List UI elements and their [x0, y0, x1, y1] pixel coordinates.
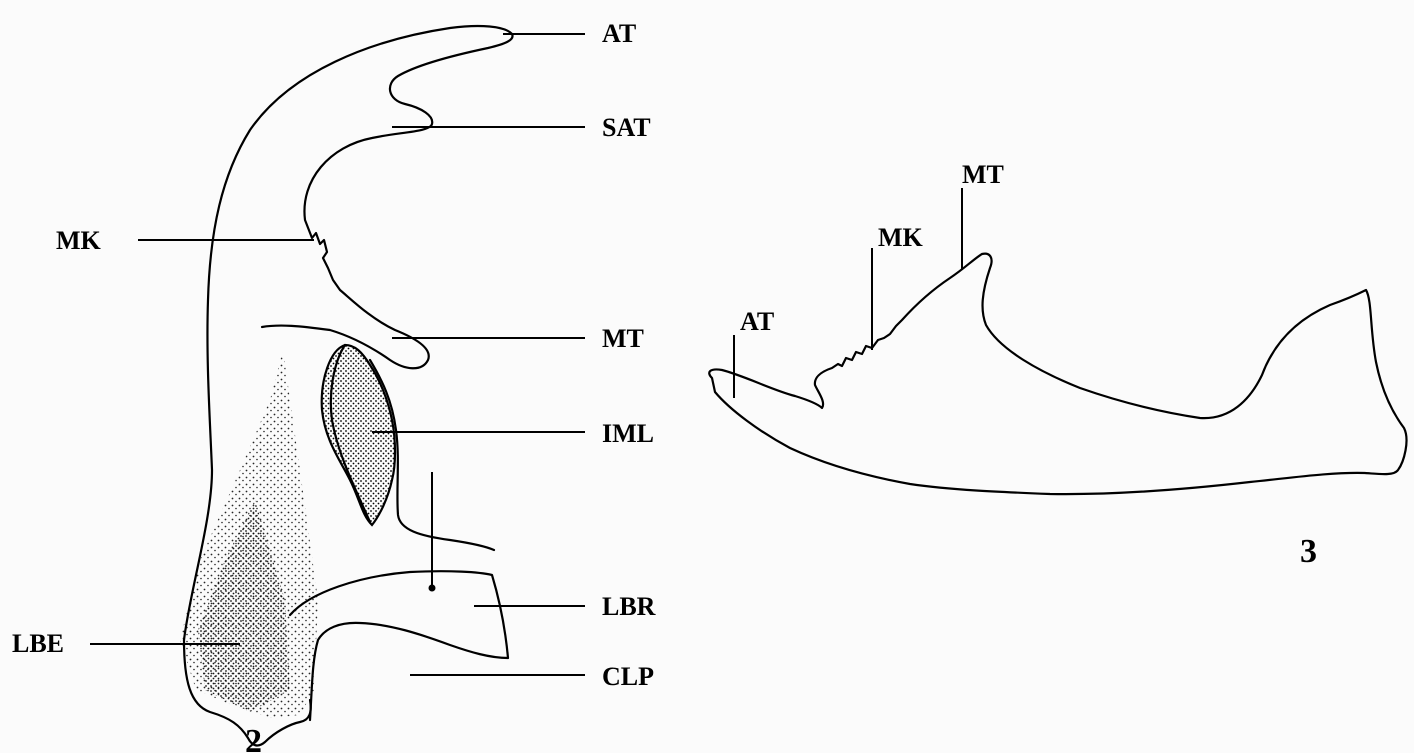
figure-2-number: 2 [245, 723, 262, 753]
label-iml: IML [602, 419, 654, 448]
label3-mt: MT [962, 160, 1004, 189]
figure-3-leaders [734, 188, 962, 398]
lbr-lobe [290, 571, 508, 720]
label-sat: SAT [602, 113, 651, 142]
label-lbr: LBR [602, 592, 656, 621]
mandible-lateral-outline [709, 254, 1406, 495]
figure-3-drawing: 3 [709, 254, 1406, 570]
label-mk: MK [56, 226, 102, 255]
label3-at: AT [740, 307, 774, 336]
figure-3-number: 3 [1300, 533, 1317, 570]
stalk-dot [429, 585, 436, 592]
label-mt: MT [602, 324, 644, 353]
label3-mk: MK [878, 223, 924, 252]
label-lbe: LBE [12, 629, 64, 658]
label-clp: CLP [602, 662, 654, 691]
label-at: AT [602, 19, 636, 48]
